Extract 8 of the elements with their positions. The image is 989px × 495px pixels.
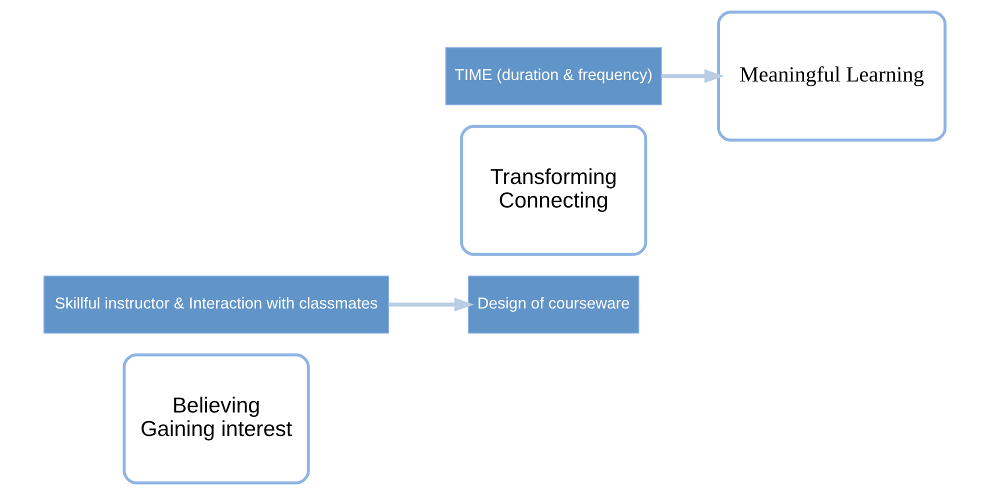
arrow bbox=[662, 69, 724, 84]
arrow bbox=[388, 298, 474, 312]
node-box: Believing Gaining interest bbox=[122, 353, 310, 484]
node-box: Meaningful Learning bbox=[717, 10, 947, 142]
node-box: Transforming Connecting bbox=[460, 124, 648, 256]
node-box: TIME (duration & frequency) bbox=[445, 47, 662, 106]
node-box: Design of courseware bbox=[468, 276, 640, 334]
node-box: Skillful instructor & Interaction with classmates bbox=[43, 276, 390, 334]
